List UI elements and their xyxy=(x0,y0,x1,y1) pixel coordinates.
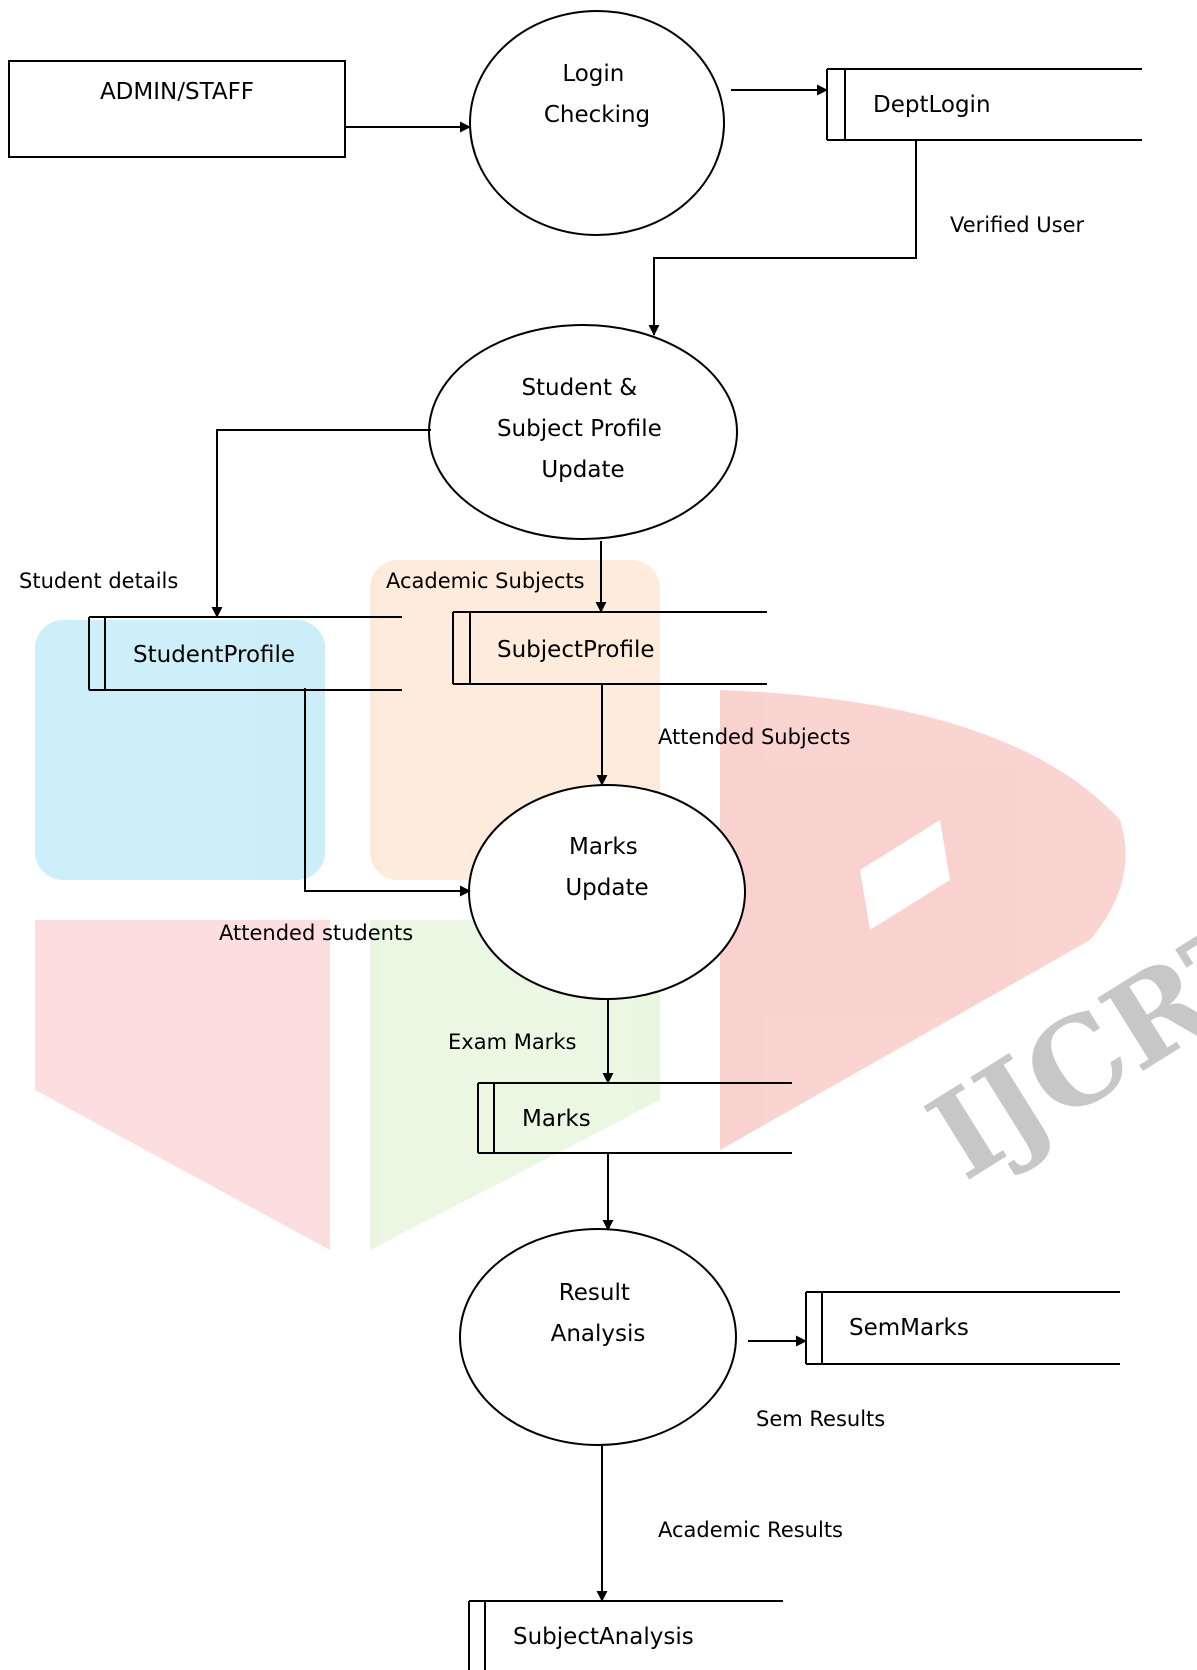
flow-label-academic-results: Academic Results xyxy=(658,1518,843,1542)
entity-admin-staff-box xyxy=(8,60,346,158)
flow-label-attended-students: Attended students xyxy=(219,921,413,945)
flow-label-attended-subjects: Attended Subjects xyxy=(658,725,850,749)
store-sem-marks xyxy=(805,1291,1120,1365)
process-profile-update-label: Student & Subject Profile Update xyxy=(497,375,669,483)
store-subject-profile-label: SubjectProfile xyxy=(497,637,655,663)
flow-student-details xyxy=(211,429,431,618)
store-subject-analysis xyxy=(468,1600,783,1670)
entity-admin-staff-label: ADMIN/STAFF xyxy=(100,79,254,105)
store-sem-marks-label: SemMarks xyxy=(849,1315,969,1341)
store-student-profile xyxy=(88,616,402,691)
process-result-analysis-label: Result Analysis xyxy=(551,1280,646,1347)
store-dept-login xyxy=(826,68,1142,141)
process-profile-update xyxy=(428,324,738,540)
process-result-analysis xyxy=(459,1228,737,1446)
store-subject-analysis-label: SubjectAnalysis xyxy=(513,1624,694,1650)
store-dept-login-label: DeptLogin xyxy=(873,92,991,118)
flow-label-sem-results: Sem Results xyxy=(756,1407,885,1431)
flow-attended-students xyxy=(304,688,471,897)
process-login-checking-label: Login Checking xyxy=(544,61,650,128)
flow-label-exam-marks: Exam Marks xyxy=(448,1030,576,1054)
store-marks-label: Marks xyxy=(522,1106,591,1132)
store-marks xyxy=(477,1082,792,1154)
flow-verified-user xyxy=(648,140,917,336)
flow-label-verified-user: Verified User xyxy=(950,213,1085,237)
flow-label-student-details: Student details xyxy=(19,569,178,593)
store-student-profile-label: StudentProfile xyxy=(133,642,295,668)
flow-label-academic-subjects: Academic Subjects xyxy=(386,569,585,593)
store-subject-profile xyxy=(452,611,767,685)
process-marks-update-label: Marks Update xyxy=(565,834,648,901)
